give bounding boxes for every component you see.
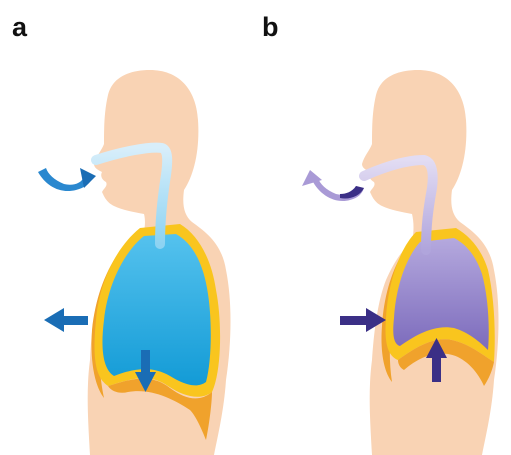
panel-b-figure [302, 70, 499, 455]
inhale-curved-arrow-icon [38, 168, 96, 191]
panel-a-figure [38, 70, 231, 455]
chest-outward-arrow-icon [44, 308, 88, 332]
exhale-curved-arrow-icon [302, 170, 364, 201]
